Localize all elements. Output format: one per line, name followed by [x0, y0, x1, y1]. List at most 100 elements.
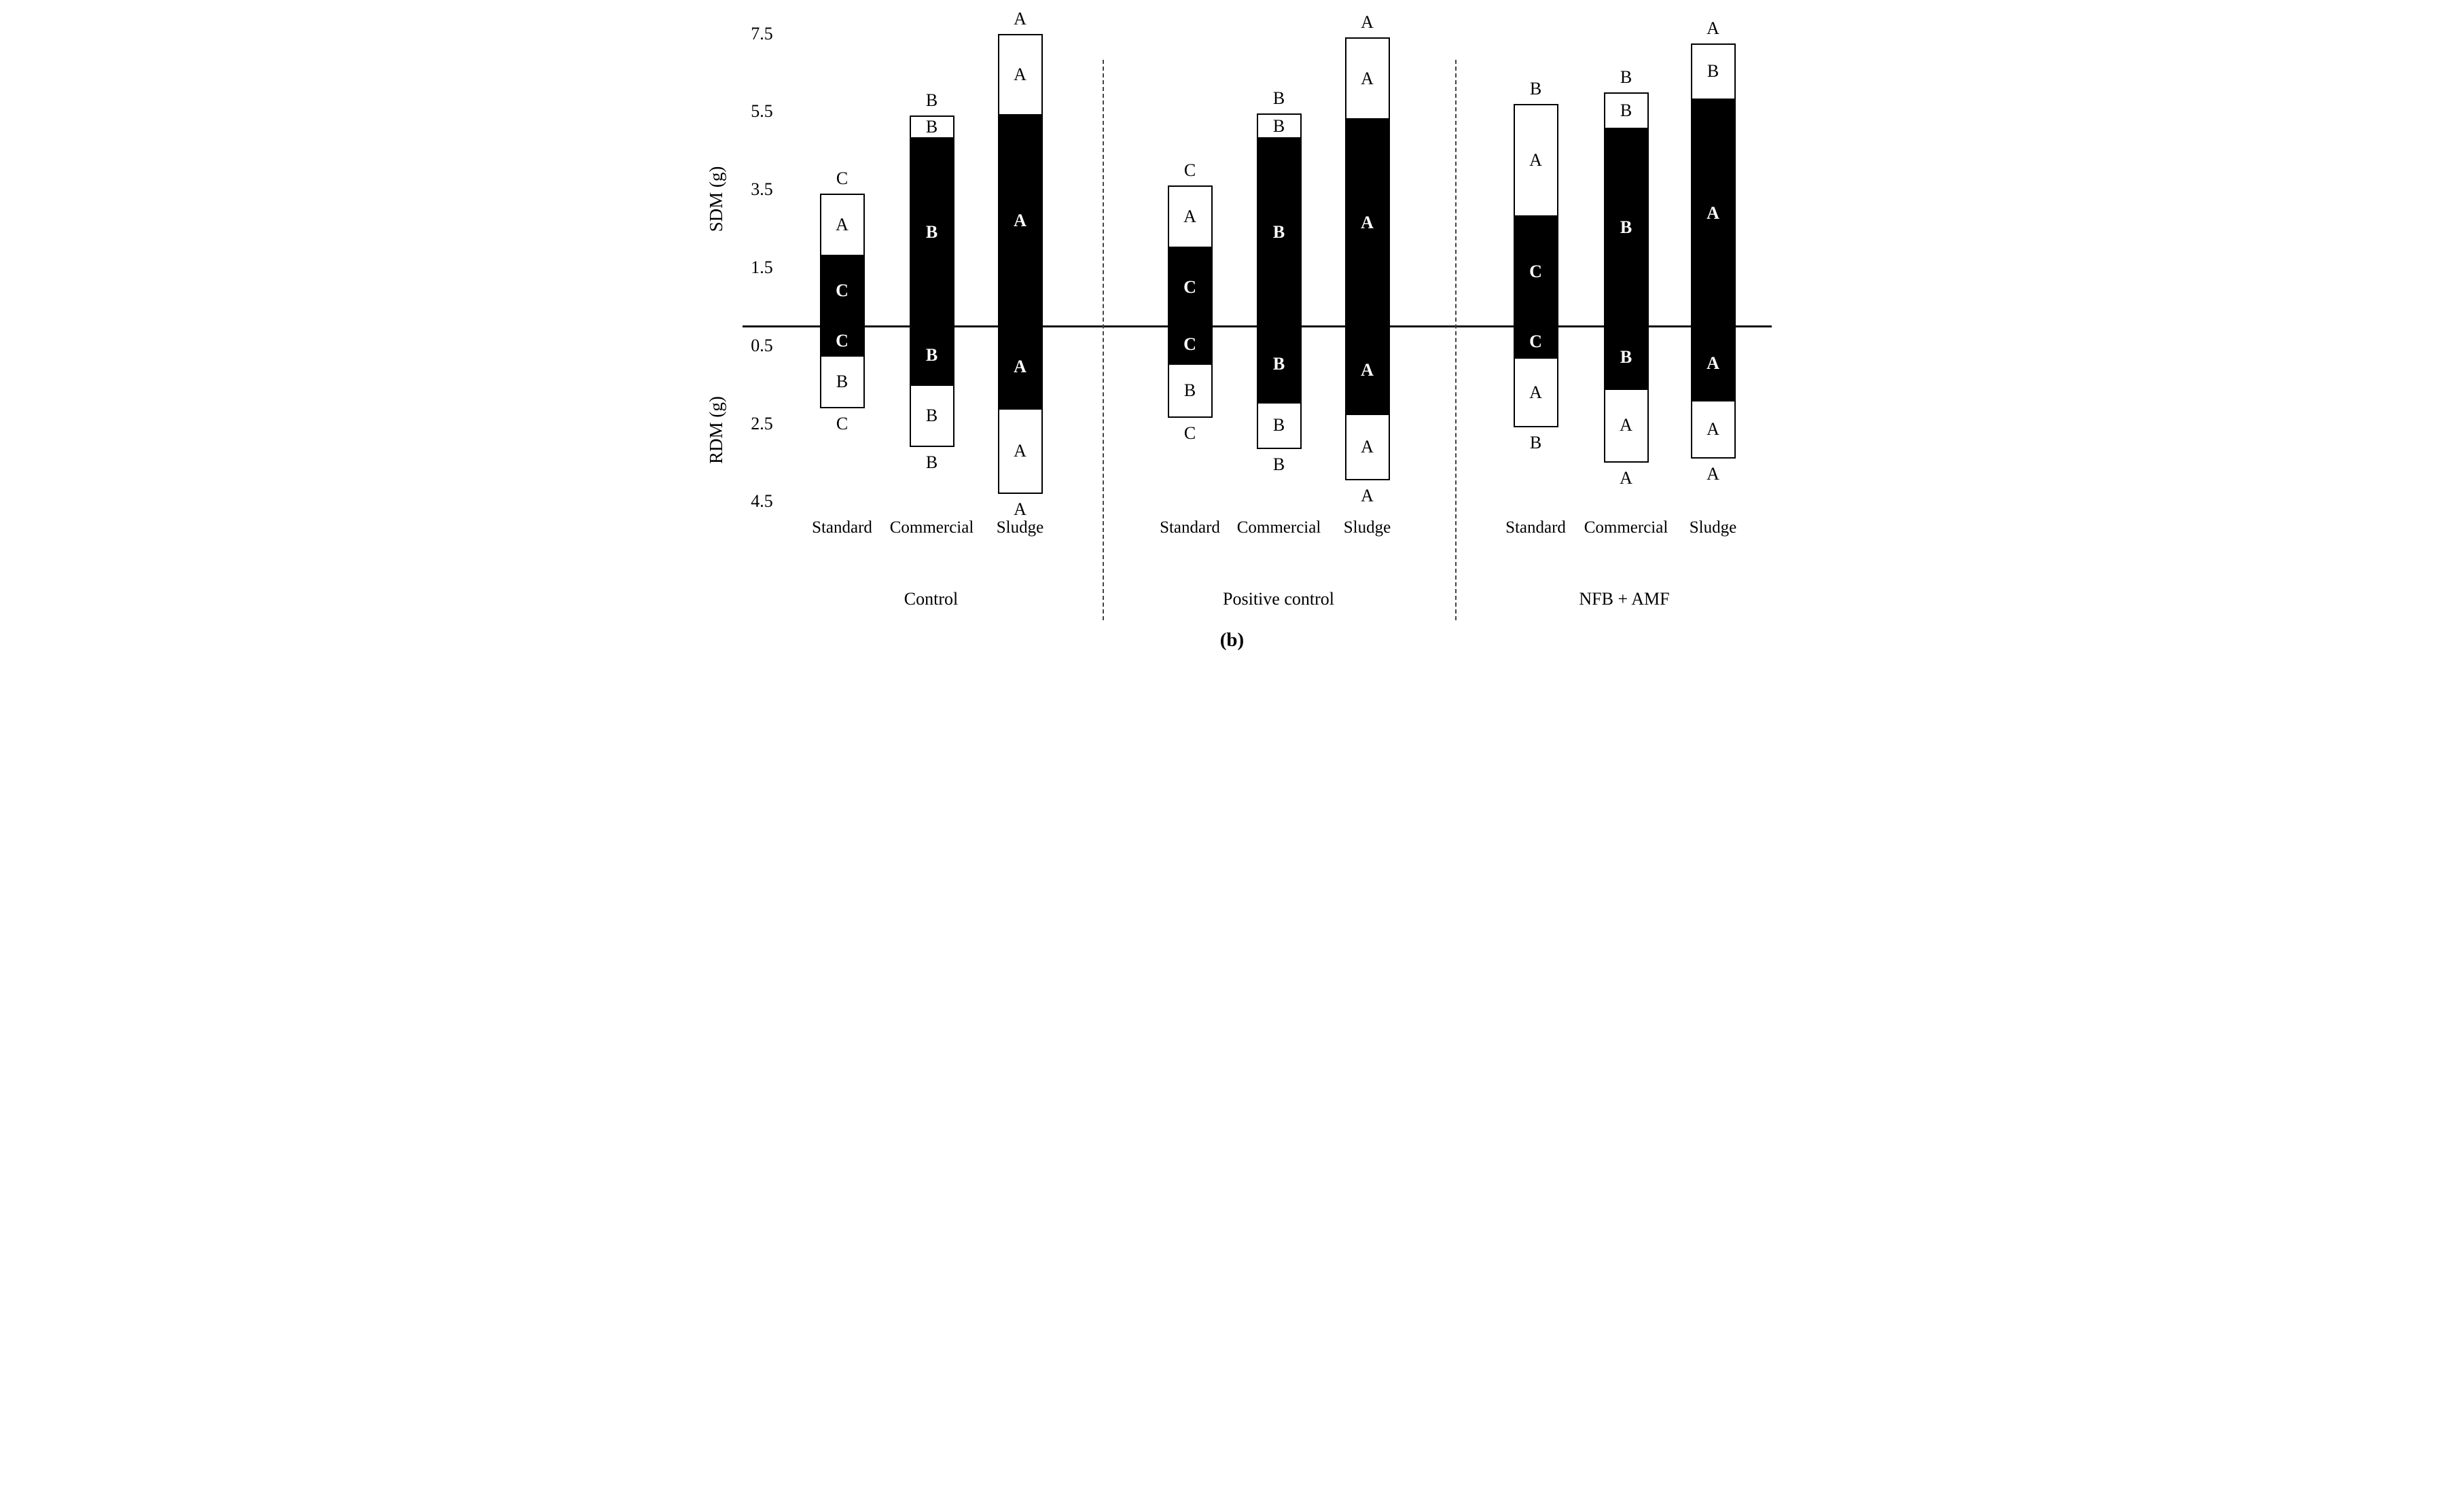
bar-segment-rdm-open: B [819, 355, 865, 408]
group-label: NFB + AMF [1579, 589, 1670, 609]
bar-segment-filled [1344, 119, 1390, 414]
category-label: Sludge [996, 518, 1044, 537]
bar-letter-sdm-open: B [1272, 115, 1285, 136]
tick-label-rdm: 4.5 [751, 491, 773, 512]
category-label: Standard [1505, 518, 1566, 537]
tick-label-sdm: 1.5 [751, 257, 773, 277]
bar-letter-rdm-open: A [1529, 382, 1542, 402]
bar-letter-sdm-filled: B [925, 222, 938, 243]
tick-label-sdm: 7.5 [751, 23, 773, 43]
bar-letter-rdm-filled: C [836, 330, 849, 351]
bar-letter-above: A [1361, 12, 1374, 33]
bar-letter-rdm-filled: A [1707, 353, 1719, 373]
category-label: Commercial [1584, 518, 1668, 537]
bar-letter-below: A [1361, 485, 1374, 505]
bar-letter-above: B [1529, 78, 1542, 99]
bar-letter-rdm-open: A [1361, 436, 1374, 457]
tick-label-sdm: 3.5 [751, 179, 773, 200]
bar-letter-sdm-filled: C [1183, 276, 1196, 297]
bar-segment-sdm-open: B [1690, 43, 1736, 101]
bar-letter-above: A [1707, 18, 1719, 38]
bar-segment-sdm-open: A [997, 33, 1043, 116]
tick-label-rdm: 0.5 [751, 335, 773, 355]
bar-letter-rdm-filled: A [1361, 359, 1374, 380]
bar-letter-sdm-filled: A [1361, 212, 1374, 232]
bar-letter-rdm-filled: B [1620, 346, 1632, 367]
bar-segment-sdm-open: A [1513, 103, 1558, 217]
bar-segment-rdm-open: A [1603, 388, 1649, 463]
bar-letter-sdm-filled: C [1529, 261, 1542, 281]
bar-letter-below: B [1529, 433, 1542, 453]
bar-segment-filled [1256, 139, 1302, 402]
category-label: Sludge [1343, 518, 1391, 537]
bar-letter-above: B [1620, 67, 1632, 87]
sdm-axis-label: SDM (g) [705, 166, 726, 232]
bar-letter-below: B [925, 452, 938, 472]
bar-segment-filled [1603, 129, 1649, 389]
tick-label-rdm: 2.5 [751, 413, 773, 433]
figure-caption: (b) [1219, 629, 1245, 651]
bar-letter-sdm-filled: C [836, 281, 849, 301]
group-divider-line [1102, 60, 1104, 620]
category-label: Commercial [889, 518, 974, 537]
bar-segment-sdm-open: A [819, 193, 865, 256]
bar-letter-rdm-filled: B [1272, 353, 1285, 374]
category-label: Commercial [1236, 518, 1321, 537]
bar-segment-filled [909, 139, 954, 385]
bar-segment-sdm-open: A [1344, 37, 1390, 120]
bar-letter-below: C [1183, 423, 1196, 443]
bar-letter-sdm-open: A [836, 214, 849, 234]
bar-segment-rdm-open: A [997, 408, 1043, 494]
bar-letter-sdm-open: A [1183, 207, 1196, 227]
bar-segment-filled [819, 255, 865, 356]
bar-segment-sdm-open: B [1603, 92, 1649, 130]
bar-segment-rdm-open: A [1344, 414, 1390, 480]
tick-label-sdm: 5.5 [751, 101, 773, 122]
bar-letter-rdm-filled: B [925, 345, 938, 365]
bar-letter-above: C [1183, 160, 1196, 181]
bar-letter-rdm-open: B [925, 406, 938, 425]
bar-segment-rdm-open: A [1513, 357, 1558, 428]
bar-letter-sdm-open: B [1707, 61, 1719, 82]
bar-letter-rdm-open: A [1620, 415, 1632, 435]
bar-segment-rdm-open: A [1690, 400, 1736, 459]
bar-segment-rdm-open: B [1256, 401, 1302, 449]
category-label: Standard [1160, 518, 1220, 537]
bar-letter-below: B [1272, 454, 1285, 474]
bar-letter-above: A [1014, 8, 1026, 29]
bar-segment-filled [1690, 100, 1736, 401]
category-label: Standard [812, 518, 872, 537]
group-divider-line [1454, 60, 1457, 620]
bar-letter-above: B [1272, 88, 1285, 109]
bar-letter-sdm-filled: B [1272, 222, 1285, 243]
bar-segment-filled [1513, 217, 1558, 357]
bar-letter-rdm-open: A [1707, 419, 1719, 440]
bar-segment-sdm-open: A [1167, 185, 1213, 249]
bar-letter-sdm-filled: A [1014, 211, 1026, 231]
bar-letter-rdm-filled: C [1529, 331, 1542, 351]
bar-letter-rdm-filled: A [1014, 357, 1026, 377]
group-label: Positive control [1223, 589, 1334, 609]
bar-letter-rdm-open: B [1272, 415, 1285, 435]
bar-letter-rdm-filled: C [1183, 334, 1196, 355]
bar-letter-above: B [925, 90, 938, 111]
bar-letter-rdm-open: B [836, 371, 849, 391]
bar-letter-below: A [1014, 499, 1026, 519]
category-label: Sludge [1689, 518, 1737, 537]
bar-letter-rdm-open: B [1183, 380, 1196, 400]
bar-segment-rdm-open: B [1167, 363, 1213, 418]
bar-letter-sdm-open: A [1529, 150, 1542, 171]
bar-letter-sdm-open: A [1014, 64, 1026, 84]
bar-segment-rdm-open: B [909, 385, 954, 447]
bar-letter-sdm-open: B [925, 117, 938, 137]
bar-letter-above: C [836, 168, 849, 188]
bar-letter-below: C [836, 413, 849, 433]
group-label: Control [904, 589, 959, 609]
bar-segment-filled [997, 115, 1043, 408]
bar-letter-sdm-filled: A [1707, 202, 1719, 223]
bar-segment-filled [1167, 248, 1213, 363]
bar-segment-sdm-open: B [909, 115, 954, 139]
bar-letter-below: A [1620, 467, 1632, 488]
